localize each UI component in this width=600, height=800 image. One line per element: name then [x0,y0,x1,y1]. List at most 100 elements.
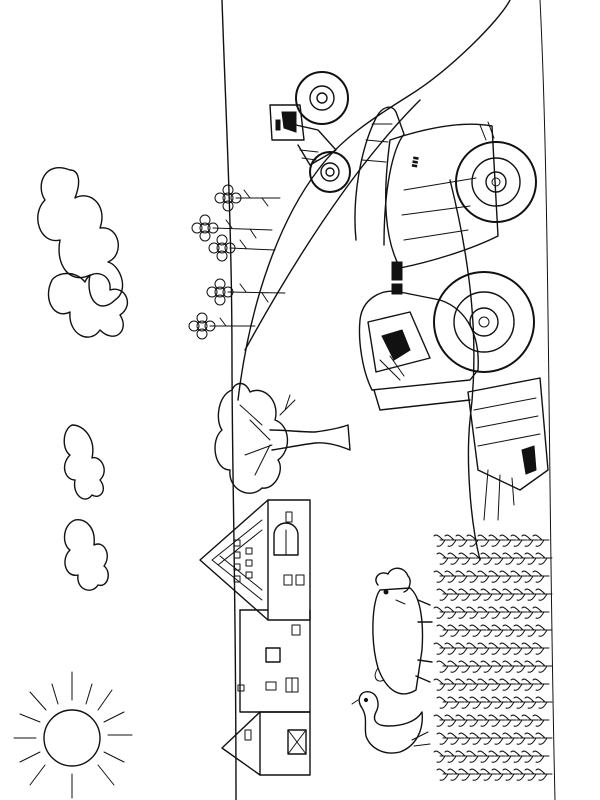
corn-stalk [477,642,495,655]
corn-stalk [521,606,539,619]
corn-stalk [466,750,484,763]
corn-stalk [532,534,550,547]
corn-stalk [455,678,473,691]
corn-stalk [466,570,484,583]
corn-stalk [458,552,476,565]
corn-stalk [535,732,553,745]
corn-stalk [488,570,506,583]
corn-stalk [458,660,476,673]
corn-stalk [535,768,553,781]
corn-stalk [436,732,454,745]
corn-stalk [502,768,520,781]
corn-stalk [466,534,484,547]
corn-stalk [436,696,454,709]
corn-stalk [444,678,462,691]
corn-stalk [521,534,539,547]
corn-stalk [510,678,528,691]
corn-stalk [499,570,517,583]
corn-stalk [502,732,520,745]
cloud-large [37,167,129,338]
corn-stalk [502,624,520,637]
corn-stalk [510,714,528,727]
corn-stalk [480,588,498,601]
corn-stalk [491,696,509,709]
corn-stalk [477,570,495,583]
corn-stalk [524,660,542,673]
corn-stalk [480,732,498,745]
corn-stalk [469,552,487,565]
corn-stalk [455,606,473,619]
corn-stalk [433,678,451,691]
corn-stalk [532,678,550,691]
corn-stalk [499,678,517,691]
corn-stalk [477,714,495,727]
corn-stalk [535,624,553,637]
corn-stalk [458,768,476,781]
corn-stalk [535,660,553,673]
corn-stalk [455,642,473,655]
corn-stalk [436,768,454,781]
corn-stalk [499,534,517,547]
corn-stalk [499,642,517,655]
corn-stalk [444,714,462,727]
corn-stalk [455,750,473,763]
corn-stalk [480,660,498,673]
corn-stalk [510,570,528,583]
corn-stalk [513,624,531,637]
corn-stalk [480,624,498,637]
corn-stalk [444,534,462,547]
corn-stalk [510,606,528,619]
corn-stalk [444,642,462,655]
corn-stalk [469,624,487,637]
corn-stalk [502,588,520,601]
corn-stalk [491,768,509,781]
corn-stalk [510,534,528,547]
corn-stalk [433,750,451,763]
corn-stalk [447,768,465,781]
corn-stalk [455,534,473,547]
svg-text:▮▮▮: ▮▮▮ [410,155,420,168]
corn-stalk [466,606,484,619]
corn-stalk [488,642,506,655]
flower [206,278,286,306]
flower [208,234,276,262]
corn-stalk [433,642,451,655]
corn-stalk [488,606,506,619]
corn-stalk [521,750,539,763]
tractor [269,71,351,193]
corn-stalk [455,714,473,727]
flower [214,184,281,212]
goose [351,691,431,754]
flower [191,214,273,242]
corn-stalk [513,588,531,601]
corn-stalk [466,678,484,691]
corn-stalk [521,678,539,691]
corn-stalk [524,588,542,601]
corn-stalk [491,660,509,673]
corn-stalk [433,570,451,583]
corn-stalk [499,750,517,763]
corn-stalk [477,750,495,763]
corn-stalk [488,714,506,727]
corn-stalk [532,606,550,619]
corn-stalk [444,750,462,763]
corn-stalk [447,732,465,745]
corn-stalk [532,570,550,583]
corn-stalk [513,660,531,673]
corn-stalk [510,642,528,655]
corn-stalk [524,768,542,781]
corn-stalk [458,696,476,709]
corn-stalk [466,714,484,727]
corn-stalk [447,552,465,565]
corn-stalk [532,750,550,763]
corn-stalk [513,696,531,709]
corn-stalk [535,588,553,601]
corn-stalk [502,660,520,673]
corn-stalk [521,570,539,583]
field-lines [221,0,556,800]
corn-stalk [433,714,451,727]
corn-stalk [491,732,509,745]
combine-harvester: ▮▮▮ [354,106,549,521]
corn-stalk [521,642,539,655]
